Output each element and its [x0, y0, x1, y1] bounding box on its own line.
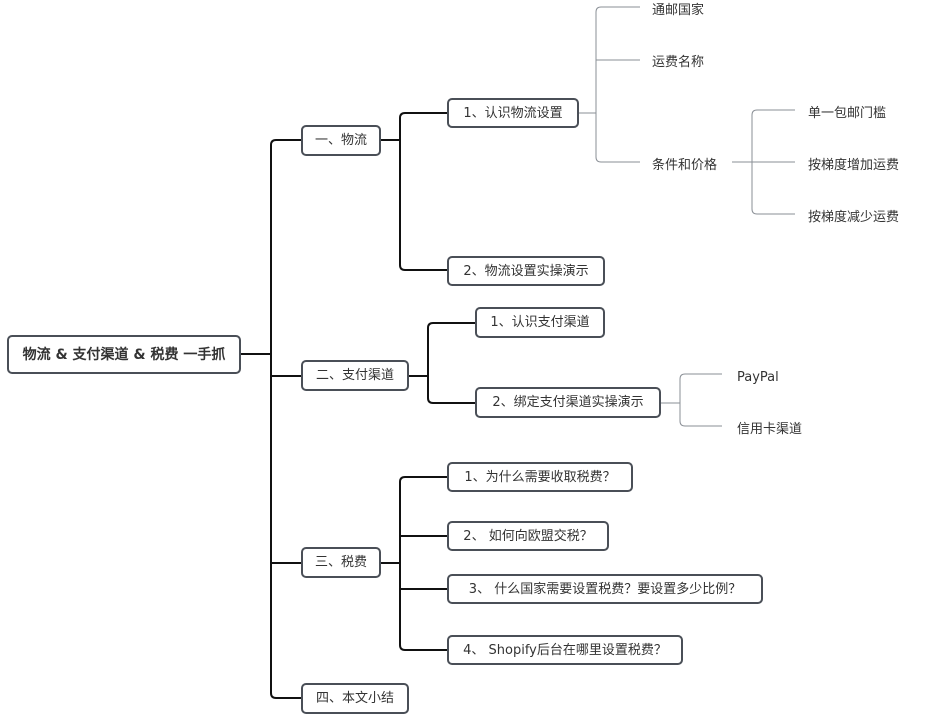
leaf-conditions-price[interactable]: 条件和价格	[652, 158, 718, 173]
leaf-shipping-countries[interactable]: 通邮国家	[652, 3, 705, 18]
leaf-ladder-increase[interactable]: 按梯度增加运费	[808, 158, 900, 173]
topic-taxes[interactable]: 三、税费	[301, 547, 381, 578]
subtopic-payment-demo[interactable]: 2、绑定支付渠道实操演示	[475, 387, 661, 418]
subtopic-why-tax[interactable]: 1、为什么需要收取税费？	[447, 462, 633, 492]
leaf-free-shipping-threshold[interactable]: 单一包邮门槛	[808, 106, 887, 121]
topic-payment-channels[interactable]: 二、支付渠道	[301, 360, 409, 391]
subtopic-payment-intro[interactable]: 1、认识支付渠道	[475, 307, 605, 338]
root-topic[interactable]: 物流 & 支付渠道 & 税费 一手抓	[7, 335, 241, 374]
leaf-shipping-name[interactable]: 运费名称	[652, 55, 705, 70]
subtopic-logistics-settings[interactable]: 1、认识物流设置	[447, 98, 579, 128]
leaf-paypal[interactable]: PayPal	[737, 370, 779, 385]
leaf-credit-card[interactable]: 信用卡渠道	[737, 422, 803, 437]
subtopic-shopify-tax-setting[interactable]: 4、 Shopify后台在哪里设置税费？	[447, 635, 683, 665]
leaf-ladder-decrease[interactable]: 按梯度减少运费	[808, 210, 900, 225]
subtopic-tax-countries[interactable]: 3、 什么国家需要设置税费？要设置多少比例？	[447, 574, 763, 604]
topic-summary[interactable]: 四、本文小结	[301, 683, 409, 714]
subtopic-logistics-demo[interactable]: 2、物流设置实操演示	[447, 256, 605, 286]
subtopic-eu-tax[interactable]: 2、 如何向欧盟交税？	[447, 521, 609, 551]
topic-logistics[interactable]: 一、物流	[301, 125, 381, 156]
